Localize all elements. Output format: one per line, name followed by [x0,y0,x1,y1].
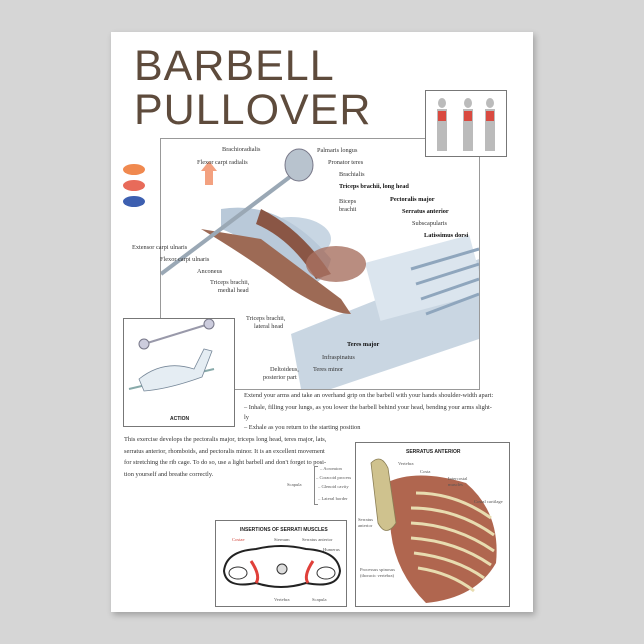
description-line-1: This exercise develops the pectoralis ma… [124,436,327,443]
label-triceps-medial-2: medial head [218,287,249,294]
label-triceps-long-head: Triceps brachii, long head [339,183,409,190]
label-intercostal-2: muscles [448,482,463,487]
label-lateral-border: – Lateral border [318,496,348,501]
label-intercostal-1: Intercostal [448,476,468,481]
label-costae: Costae [232,537,245,542]
label-pronator-teres: Pronator teres [328,159,364,166]
barbell-pullover-illustration [159,148,485,389]
label-pectoralis-major: Pectoralis major [390,196,435,203]
action-caption: ACTION [170,416,190,422]
label-brachialis: Brachialis [339,171,365,178]
instruction-line-1: Extend your arms and take an overhand gr… [244,392,494,399]
label-palmaris-longus: Palmaris longus [317,147,358,154]
instruction-line-4: – Exhale as you return to the starting p… [244,424,361,431]
label-vertebra: Vertebra [398,461,414,466]
label-triceps-lateral-1: Triceps brachii, [246,315,286,322]
label-deltoideus-1: Deltoideus, [270,366,299,373]
label-coracoid-process: – Coracoid process [316,475,352,480]
description: This exercise develops the pectoralis ma… [124,434,364,480]
legend-dot-red [123,180,145,191]
insertions-panel: INSERTIONS OF SERRATI MUSCLES Costae Ste… [215,520,347,607]
label-flexor-carpi-ulnaris: Flexor carpi ulnaris [160,256,210,263]
instructions: Extend your arms and take an overhand gr… [244,390,534,434]
instruction-line-3: ly [244,414,249,421]
label-processus-2: (thoracic vertebra) [360,573,395,578]
label-glenoid-cavity: – Glenoid cavity [318,484,349,489]
label-sternum: Sternum [274,537,290,542]
label-triceps-lateral-2: lateral head [254,323,284,330]
label-latissimus-dorsi: Latissimus dorsi [424,232,469,239]
label-infraspinatus: Infraspinatus [322,354,355,361]
title-line-1: BARBELL [134,42,335,90]
instruction-line-2: – Inhale, filling your lungs, as you low… [244,404,492,411]
label-biceps-1: Biceps [339,198,357,205]
label-flexor-carpi-radialis: Flexor carpi radialis [197,159,248,166]
label-teres-major: Teres major [347,341,380,348]
main-illustration-frame [159,138,485,390]
muscle-figures-panel [425,90,507,157]
serratus-panel-title: SERRATUS ANTERIOR [406,449,461,455]
legend-dot-orange [123,164,145,175]
legend-dot-blue [123,196,145,207]
thorax-cross-section-illustration [222,545,342,588]
description-line-4: tion yourself and breathe correctly. [124,470,214,478]
description-line-3: for stretching the rib cage. To do so, u… [124,459,327,466]
label-triceps-medial-1: Triceps brachii, [210,279,250,286]
standing-figures-illustration [437,98,495,151]
label-vertebra-insertion: Vertebra [274,597,290,602]
label-processus-1: Processus spinosus [360,567,396,572]
serratus-anterior-panel: SERRATUS ANTERIOR Vertebra Costa Interco… [355,442,510,607]
label-teres-minor: Teres minor [313,366,344,373]
label-serratus-1: Serratus [358,517,374,522]
label-biceps-2: brachii [339,206,357,213]
label-deltoideus-2: posterior part [263,374,297,381]
label-serratus-anterior-insertion: Serratus anterior [302,537,333,542]
label-humerus: Humerus [323,547,340,552]
scapula-bracket [314,466,318,505]
description-line-2: serratus anterior, rhomboids, and pector… [124,447,325,455]
action-panel: ACTION [123,318,235,427]
label-scapula-insertion: Scapula [312,597,327,602]
label-costa: Costa [420,469,431,474]
title-line-2: PULLOVER [134,86,372,134]
action-illustration [128,318,215,392]
label-serratus-2: anterior [358,523,373,528]
label-subscapularis: Subscapularis [412,220,447,227]
label-serratus-anterior: Serratus anterior [402,208,449,215]
label-anconeus: Anconeus [197,268,223,275]
label-acromion: – Acromion [320,466,342,471]
rib-cage-illustration [370,458,497,603]
label-brachioradialis: Brachioradialis [222,146,261,153]
label-costal-cartilage: Costal cartilage [474,499,503,504]
label-scapula: Scapula [287,482,302,487]
label-extensor-carpi-ulnaris: Extensor carpi ulnaris [132,244,188,251]
insertions-panel-title: INSERTIONS OF SERRATI MUSCLES [240,527,328,533]
